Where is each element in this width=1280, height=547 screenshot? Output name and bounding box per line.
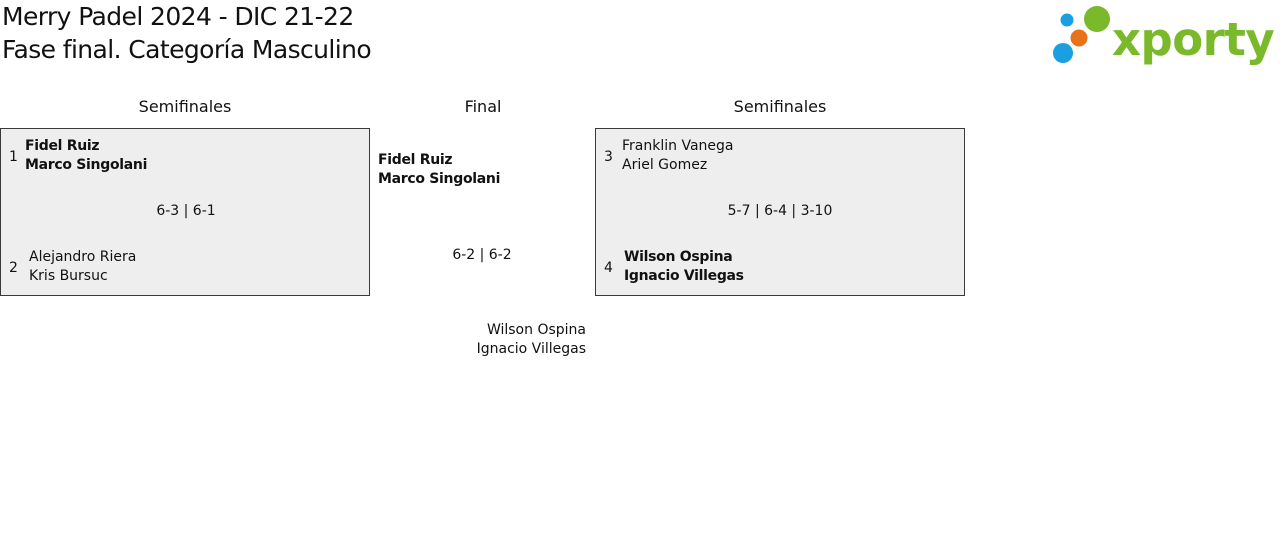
player-name: Ariel Gomez [622, 157, 708, 173]
player-name: Franklin Vanega [622, 138, 734, 154]
column-header-final: Final [464, 97, 502, 116]
player-name: Kris Bursuc [29, 268, 108, 284]
logo-dot-green [1084, 6, 1110, 32]
seed-number: 2 [9, 260, 18, 276]
team-pair: Wilson Ospina Ignacio Villegas [477, 321, 586, 359]
seed-number: 4 [604, 260, 613, 276]
match-score: 5-7 | 6-4 | 3-10 [727, 203, 833, 219]
player-name: Marco Singolani [378, 171, 501, 187]
team-pair-winner: Fidel Ruiz Marco Singolani [25, 137, 147, 175]
team-pair-winner: Wilson Ospina Ignacio Villegas [624, 248, 744, 286]
player-name: Fidel Ruiz [378, 152, 453, 168]
final-match[interactable]: Fidel Ruiz Marco Singolani 6-2 | 6-2 Wil… [372, 140, 594, 365]
player-name: Ignacio Villegas [624, 268, 744, 284]
semifinal-left-match[interactable]: 1 Fidel Ruiz Marco Singolani 6-3 | 6-1 2… [0, 128, 370, 296]
match-score: 6-2 | 6-2 [452, 247, 512, 263]
page-title: Merry Padel 2024 - DIC 21-22 [2, 2, 354, 31]
player-name: Wilson Ospina [624, 249, 733, 265]
logo-dot-blue-small [1060, 13, 1074, 27]
player-name: Marco Singolani [25, 157, 148, 173]
semifinal-right-match[interactable]: 3 Franklin Vanega Ariel Gomez 5-7 | 6-4 … [595, 128, 965, 296]
logo-dot-blue [1053, 43, 1073, 63]
logo-dot-orange [1070, 29, 1088, 47]
column-header-semifinales-right: Semifinales [733, 97, 827, 116]
player-name: Fidel Ruiz [25, 138, 100, 154]
match-score: 6-3 | 6-1 [156, 203, 216, 219]
page-subtitle: Fase final. Categoría Masculino [2, 35, 372, 64]
logo-wordmark: xporty [1112, 13, 1274, 66]
column-header-semifinales-left: Semifinales [138, 97, 232, 116]
player-name: Ignacio Villegas [476, 341, 586, 357]
player-name: Alejandro Riera [29, 249, 137, 265]
player-name: Wilson Ospina [486, 322, 586, 338]
xporty-logo: xporty [1053, 6, 1275, 66]
seed-number: 3 [604, 149, 613, 165]
team-pair: Alejandro Riera Kris Bursuc [29, 248, 136, 286]
team-pair-winner: Fidel Ruiz Marco Singolani [378, 151, 500, 189]
seed-number: 1 [9, 149, 18, 165]
team-pair: Franklin Vanega Ariel Gomez [622, 137, 733, 175]
